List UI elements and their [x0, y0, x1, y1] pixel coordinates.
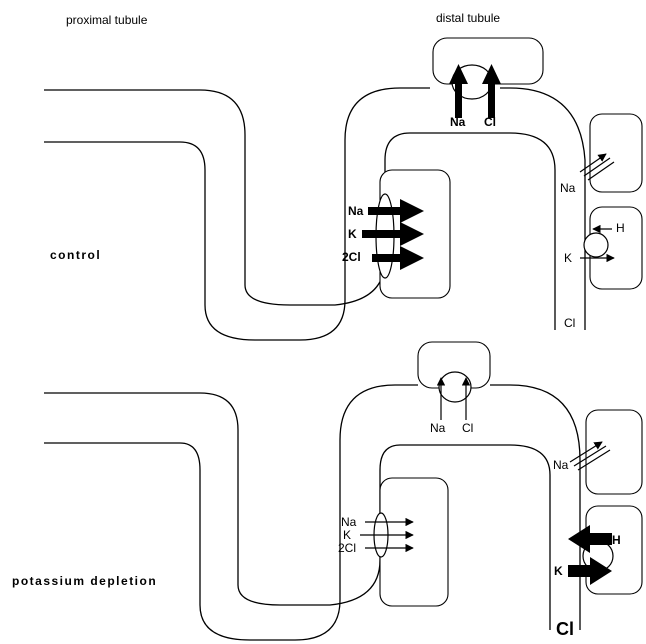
control-enac-arrow-3: [587, 161, 615, 181]
control-ncc-cl-label: Cl: [484, 115, 496, 129]
depletion-enac-arrow-1: [569, 441, 603, 463]
depletion-tubule-inner-wall: [44, 384, 581, 641]
control-hk-k-label: K: [564, 251, 572, 265]
depletion-ncc-na-label: Na: [430, 421, 446, 435]
control-nkcc-cl-label: 2Cl: [342, 250, 361, 264]
control-enac-cell: [589, 113, 643, 193]
depletion-enac-arrow-3: [577, 449, 611, 471]
depletion-enac-na-label: Na: [553, 458, 569, 472]
control-tubule-outer-wall: [44, 89, 556, 330]
depletion-enac-cell: [585, 409, 643, 495]
depletion-ncc-cl-label: Cl: [462, 421, 473, 435]
control-nkcc-k-label: K: [348, 227, 357, 241]
control-hk-h-label: H: [616, 221, 625, 235]
control-tubule-inner-wall: [44, 87, 586, 341]
depletion-nkcc-na-label: Na: [341, 515, 357, 529]
control-ncc-na-arrow: [449, 64, 468, 118]
control-lumen-cl-label: Cl: [564, 316, 575, 330]
depletion-lumen-cl-label: Cl: [556, 619, 574, 639]
control-enac-arrow-1: [579, 153, 607, 173]
depletion-nkcc-cl-label: 2Cl: [338, 541, 356, 555]
control-nkcc-na-arrow: [368, 199, 424, 223]
depletion-enac-arrow-2: [573, 445, 607, 467]
depletion-panel: Na Cl Na K 2Cl Na H K Cl potassium deple…: [12, 341, 643, 641]
control-enac-na-label: Na: [560, 181, 576, 195]
depletion-tubule-outer-wall: [44, 392, 551, 630]
distal-tubule-header: distal tubule: [436, 11, 500, 25]
control-condition-label: control: [50, 248, 101, 262]
control-nkcc-k-arrow: [362, 222, 424, 246]
depletion-nkcc-cell: [379, 477, 449, 607]
depletion-hk-h-label: H: [612, 533, 621, 547]
control-hk-transporter: [583, 232, 609, 258]
control-panel: Na Cl Na K 2Cl Na H K Cl control: [44, 37, 643, 341]
control-ncc-na-label: Na: [450, 115, 466, 129]
control-nkcc-cl-arrow: [372, 246, 424, 270]
depletion-hk-k-arrow: [568, 557, 612, 585]
depletion-nkcc-k-label: K: [343, 528, 351, 542]
control-enac-arrow-2: [583, 157, 611, 177]
depletion-hk-k-label: K: [554, 564, 563, 578]
proximal-tubule-header: proximal tubule: [66, 13, 148, 27]
control-nkcc-na-label: Na: [348, 204, 364, 218]
control-ncc-cl-arrow: [482, 64, 501, 118]
depletion-condition-label: potassium depletion: [12, 574, 157, 588]
depletion-hk-h-arrow: [568, 525, 612, 553]
